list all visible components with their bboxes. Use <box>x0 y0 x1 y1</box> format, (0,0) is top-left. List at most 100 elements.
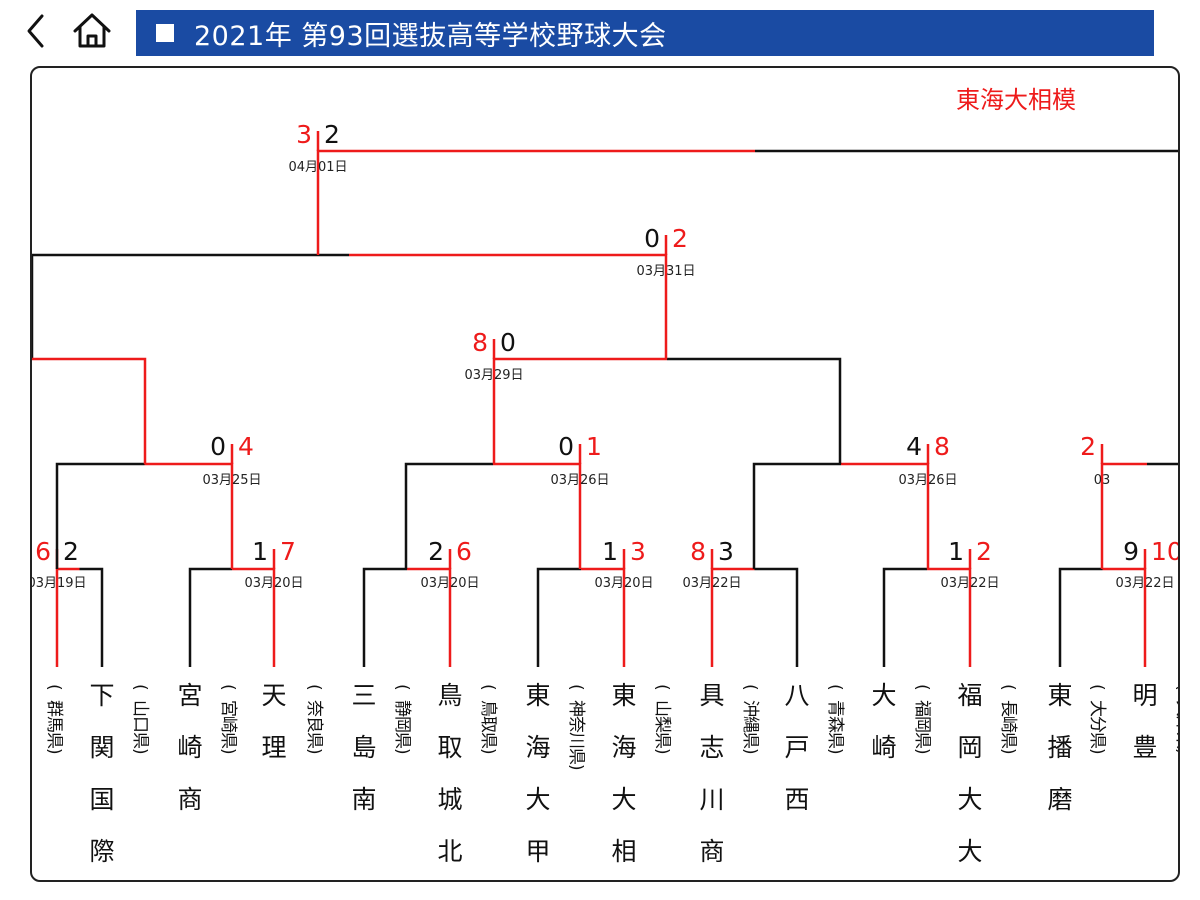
square-icon <box>156 24 174 42</box>
score-right: 2 <box>324 120 340 149</box>
score-right: 2 <box>976 537 992 566</box>
team-name-char: 崎 <box>871 733 896 762</box>
team-name-char: 海 <box>525 733 550 762</box>
team-name-char: 東 <box>611 681 636 710</box>
score-right: 10 <box>1151 537 1180 566</box>
team-prefecture-char: 静 <box>392 700 412 717</box>
bracket-line-left <box>55 462 145 569</box>
team-prefecture-char: 群 <box>44 700 64 717</box>
bracket-line-left <box>188 567 232 667</box>
team-name-char: 戸 <box>784 733 809 762</box>
back-button[interactable] <box>18 10 58 52</box>
score-left: 9 <box>1123 537 1139 566</box>
score-left: 2 <box>1080 432 1096 461</box>
match-date: 03月20日 <box>420 576 479 591</box>
bracket-line-left <box>362 567 407 667</box>
team-prefecture-char: ) <box>566 764 586 771</box>
team-prefecture-char: 兵 <box>1173 700 1180 717</box>
team-prefecture-char: 県 <box>912 732 932 749</box>
team-name-char: 豊 <box>1132 733 1157 762</box>
bracket-line-right <box>667 357 842 464</box>
bracket-line-left <box>536 567 581 667</box>
team-prefecture-char: ( <box>44 684 64 691</box>
team-prefecture-char: ) <box>825 748 845 755</box>
team-prefecture-char: 奈 <box>304 700 324 717</box>
team-name-char: 下 <box>89 681 114 710</box>
team-prefecture-char: 県 <box>304 732 324 749</box>
score-left: 0 <box>558 432 574 461</box>
page-title: 2021年 第93回選抜高等学校野球大会 <box>194 20 667 52</box>
team-prefecture-char: 山 <box>652 700 672 717</box>
team-name-char: 鳥 <box>437 681 462 710</box>
bracket-panel[interactable]: (群馬県)下関国際(山口県)宮崎商(宮崎県)天理(奈良県)三島南(静岡県)鳥取城… <box>30 66 1180 882</box>
team-name-char: 関 <box>89 733 114 762</box>
team-prefecture-char: ( <box>392 684 412 691</box>
team-name-char: 福 <box>957 681 982 710</box>
team-prefecture-char: ) <box>218 748 238 755</box>
team-name-char: 明 <box>1132 681 1157 710</box>
team-prefecture-char: ( <box>998 684 1018 691</box>
team-name-char: 大 <box>957 785 982 814</box>
match-date: 03月25日 <box>202 473 261 488</box>
score-left: 8 <box>472 328 488 357</box>
team-name-char: 西 <box>784 785 809 814</box>
team-prefecture-char: 県 <box>1173 732 1180 749</box>
score-right: 2 <box>672 224 688 253</box>
team-prefecture-char: 県 <box>44 732 64 749</box>
team-name-char: 北 <box>437 837 462 866</box>
team-prefecture-char: ( <box>130 684 150 691</box>
team-prefecture-char: 沖 <box>740 700 760 717</box>
match-date: 03月31日 <box>636 264 695 279</box>
team-name-char: 崎 <box>177 733 202 762</box>
team-name-char: 大 <box>871 681 896 710</box>
score-right: 1 <box>586 432 602 461</box>
team-prefecture-char: 県 <box>392 732 412 749</box>
team-prefecture-char: 県 <box>218 732 238 749</box>
team-prefecture-char: 森 <box>825 716 845 733</box>
team-prefecture-char: ) <box>44 748 64 755</box>
team-name-char: 三 <box>351 681 376 710</box>
team-prefecture-char: 川 <box>566 732 586 749</box>
score-right: 7 <box>280 537 296 566</box>
team-prefecture-char: ) <box>392 748 412 755</box>
title-bar: 2021年 第93回選抜高等学校野球大会 <box>136 10 1154 56</box>
team-prefecture-char: 鳥 <box>478 700 498 717</box>
match-date: 03月26日 <box>550 473 609 488</box>
team-name-char: 取 <box>437 733 462 762</box>
score-left: 8 <box>690 537 706 566</box>
bracket-line-left <box>1058 567 1103 667</box>
team-prefecture-char: ) <box>130 748 150 755</box>
team-prefecture-char: 県 <box>1087 732 1107 749</box>
match-date: 03月22日 <box>1115 576 1174 591</box>
home-button[interactable] <box>70 8 114 52</box>
bracket-line-left <box>752 462 841 569</box>
score-left: 6 <box>35 537 51 566</box>
team-prefecture-char: 県 <box>652 732 672 749</box>
score-right: 2 <box>63 537 79 566</box>
team-name-char: 八 <box>784 681 809 710</box>
team-prefecture-char: 崎 <box>998 716 1018 733</box>
team-name-char: 海 <box>611 733 636 762</box>
team-prefecture-char: ( <box>1173 684 1180 691</box>
team-prefecture-char: ( <box>825 684 845 691</box>
team-prefecture-char: ) <box>652 748 672 755</box>
match-date: 03月29日 <box>464 368 523 383</box>
team-prefecture-char: 口 <box>130 716 150 733</box>
team-name-char: 甲 <box>525 837 550 866</box>
team-prefecture-char: 縄 <box>740 716 760 733</box>
team-prefecture-char: ( <box>478 684 498 691</box>
match-date: 03月19日 <box>30 576 87 591</box>
team-name-char: 東 <box>1047 681 1072 710</box>
score-left: 1 <box>948 537 964 566</box>
score-right: 0 <box>500 328 516 357</box>
chevron-left-icon <box>27 14 44 48</box>
bracket-line-right <box>79 567 104 667</box>
team-name-char: 播 <box>1047 733 1072 762</box>
score-left: 0 <box>644 224 660 253</box>
team-prefecture-char: ( <box>652 684 672 691</box>
score-right: 3 <box>718 537 734 566</box>
team-name-char: 際 <box>89 837 114 866</box>
score-left: 1 <box>252 537 268 566</box>
team-name-char: 大 <box>525 785 550 814</box>
team-prefecture-char: ) <box>998 748 1018 755</box>
